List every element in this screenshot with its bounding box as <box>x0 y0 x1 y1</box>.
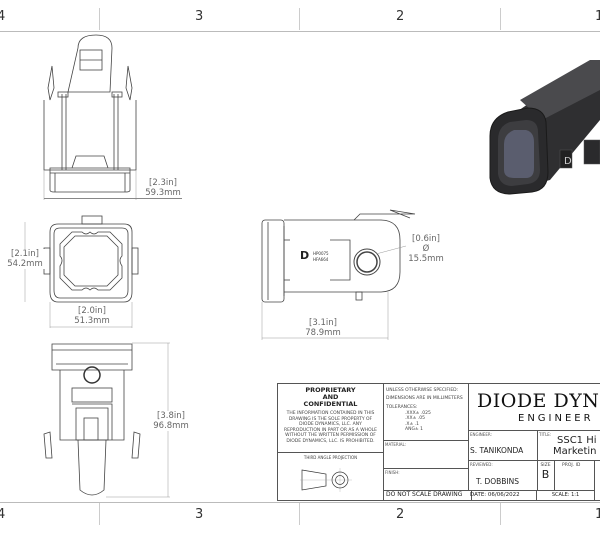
zone-label: 4 <box>0 507 6 522</box>
top-border-line <box>0 31 600 32</box>
title-block <box>277 383 600 501</box>
date-field: DATE: 06/06/2022 <box>468 490 537 500</box>
projection-symbol-area: THIRD ANGLE PROJECTION <box>278 452 384 500</box>
bottom-view-height-dimension: [3.8in] 96.8mm <box>150 411 192 431</box>
side-view-logo: D <box>300 249 310 262</box>
dimension-line <box>44 198 182 199</box>
zone-divider <box>99 8 100 30</box>
dimension-spec-notes: UNLESS OTHERWISE SPECIFIED: DIMENSIONS A… <box>383 384 469 441</box>
zone-divider <box>500 503 501 525</box>
zone-divider <box>99 503 100 525</box>
bottom-border-line <box>0 502 600 503</box>
proprietary-notice: PROPRIETARY AND CONFIDENTIAL THE INFORMA… <box>278 384 384 453</box>
scale-field: SCALE: 1:1 <box>537 490 595 500</box>
zone-divider <box>299 503 300 525</box>
do-not-scale-note: DO NOT SCALE DRAWING <box>383 490 472 500</box>
zone-label: 1 <box>595 507 600 522</box>
isometric-view-render: D <box>489 60 600 195</box>
zone-label: 2 <box>396 9 405 24</box>
front-view-drawing <box>24 215 139 328</box>
third-angle-projection-icon <box>300 468 352 492</box>
engineer-field: ENGINEER: S. TANIKONDA <box>468 430 538 461</box>
front-view-height-dimension: [2.1in] 54.2mm <box>2 249 48 269</box>
zone-label: 4 <box>0 9 6 24</box>
finish-field: FINISH: <box>383 468 469 491</box>
zone-label: 2 <box>396 507 405 522</box>
zone-label: 3 <box>195 9 204 24</box>
front-view-width-dimension: [2.0in] 51.3mm <box>74 306 110 326</box>
top-view-dimension: [2.3in] 59.3mm <box>145 178 181 198</box>
bottom-view-drawing <box>43 342 170 498</box>
svg-text:D: D <box>564 156 572 167</box>
zone-label: 3 <box>195 507 204 522</box>
top-zone-border: 4 3 2 1 <box>0 0 600 30</box>
zone-divider <box>500 8 501 30</box>
project-id-field: PROJ. ID <box>554 460 595 491</box>
title-field: TITLE: SSC1 Hi Marketin <box>537 430 600 461</box>
zone-divider <box>299 8 300 30</box>
side-view-drawing <box>261 209 416 340</box>
bottom-zone-border: 4 3 2 1 <box>0 501 600 531</box>
side-view-part-number: HP0075 HFA664 <box>313 251 329 262</box>
company-logo: DIODE DYN ENGINEER <box>468 384 600 431</box>
zone-label: 1 <box>595 9 600 24</box>
side-view-length-dimension: [3.1in] 78.9mm <box>305 318 341 338</box>
top-view-drawing <box>43 34 137 200</box>
material-field: MATERIAL: <box>383 440 469 469</box>
size-field: SIZE B <box>537 460 555 491</box>
reviewed-field: REVIEWED: T. DOBBINS <box>468 460 538 491</box>
side-view-hole-dimension: [0.6in] Ø 15.5mm <box>408 234 444 264</box>
